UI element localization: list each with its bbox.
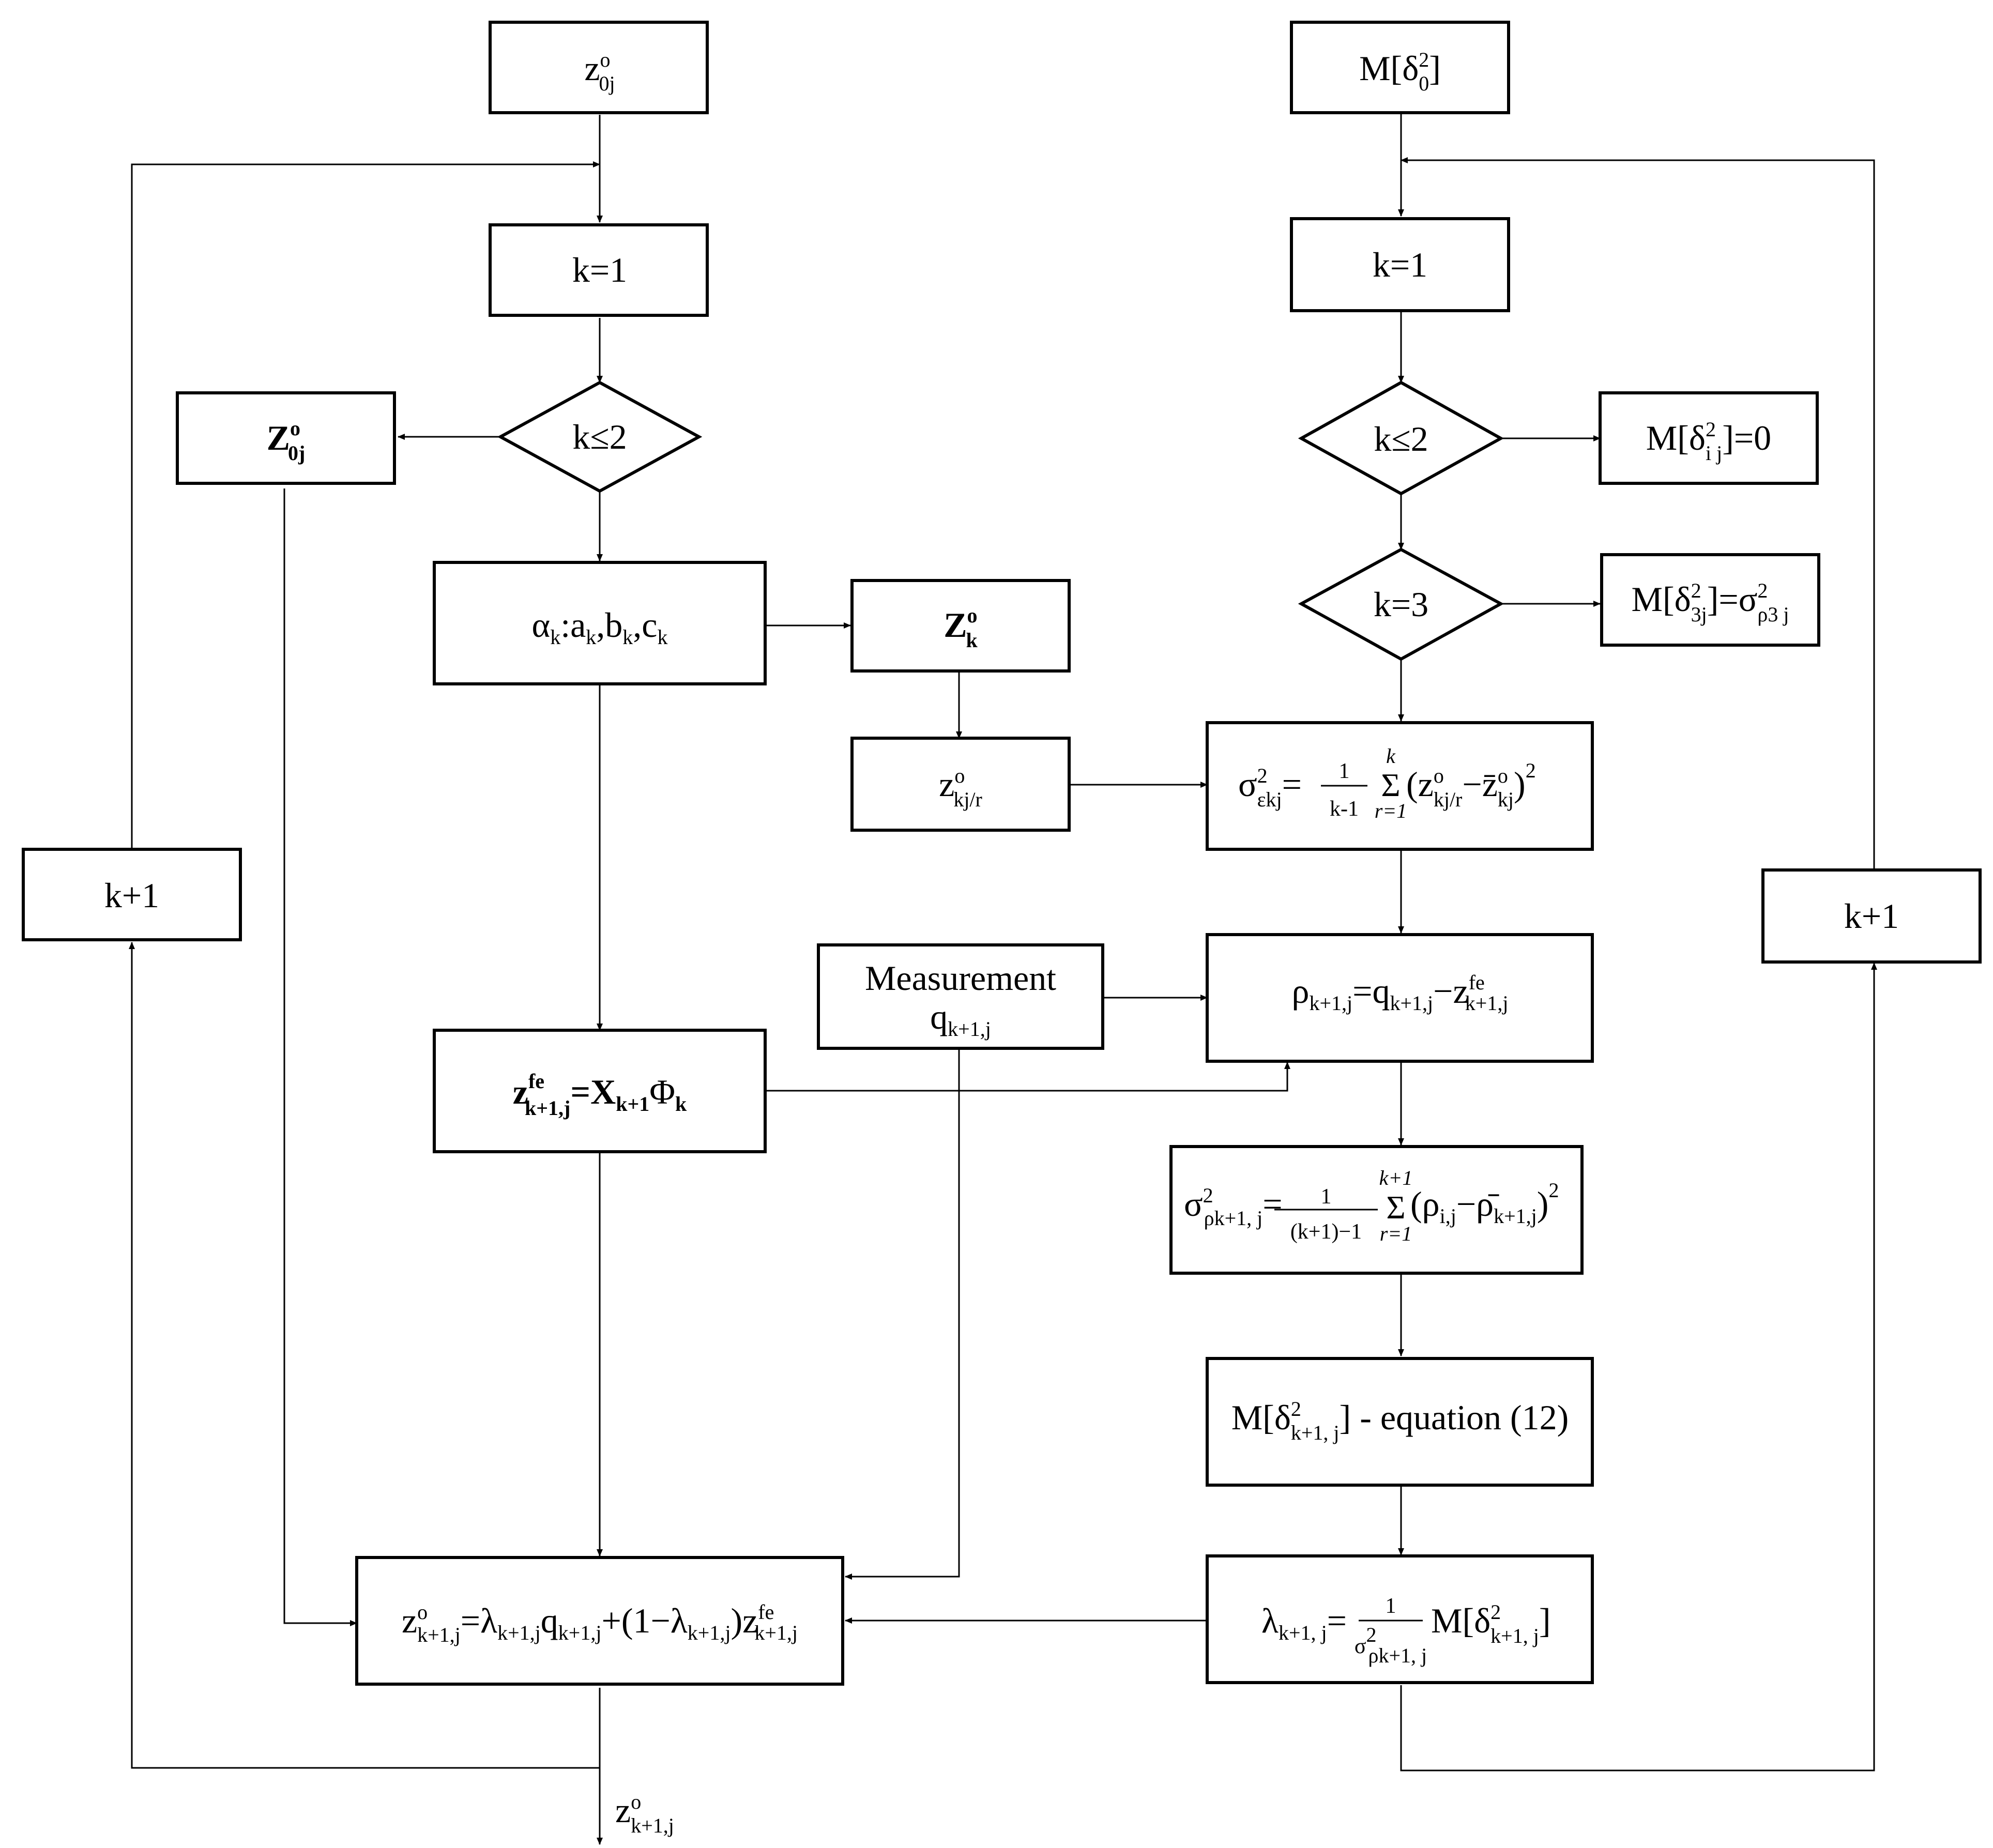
svg-text:αk:ak,bk,ck: αk:ak,bk,ck: [532, 605, 668, 649]
svg-text:1: 1: [1339, 759, 1350, 783]
svg-text:(k+1)−1: (k+1)−1: [1290, 1220, 1362, 1244]
svg-text:M[δ2i j]=0: M[δ2i j]=0: [1646, 418, 1771, 465]
increment-node-left: k+1: [22, 848, 242, 941]
coefficients-node: αk:ak,bk,ck: [433, 561, 767, 685]
svg-text:M[δ20]: M[δ20]: [1359, 48, 1441, 95]
svg-text:k=1: k=1: [572, 250, 627, 289]
svg-text:Σ: Σ: [1386, 1189, 1405, 1226]
init-node-left: k=1: [489, 223, 709, 317]
svg-text:k+1: k+1: [104, 876, 159, 915]
edge-update-to-increment: [129, 942, 600, 1769]
measurement-node: Measurement qk+1,j: [817, 943, 1104, 1050]
svg-text:r=1: r=1: [1375, 799, 1407, 822]
svg-text:Zok: Zok: [944, 604, 978, 652]
svg-text:λk+1, j=: λk+1, j=: [1261, 1601, 1347, 1644]
edge-lambda-to-increment: [1400, 963, 1877, 1771]
svg-text:k+1: k+1: [1844, 896, 1899, 936]
svg-text:r=1: r=1: [1380, 1222, 1412, 1245]
edge-z0j-to-update: [283, 488, 357, 1626]
svg-text:qk+1,j: qk+1,j: [930, 997, 991, 1041]
svg-text:M[δ2k+1, j]: M[δ2k+1, j]: [1431, 1600, 1550, 1647]
svg-text:k≤2: k≤2: [572, 417, 627, 456]
svg-text:k=3: k=3: [1374, 585, 1428, 624]
increment-node-right: k+1: [1761, 868, 1982, 964]
svg-text:k+1: k+1: [1379, 1166, 1413, 1189]
svg-text:k: k: [1386, 744, 1396, 768]
edge-right-increment-to-loop: [1401, 157, 1875, 870]
svg-text:1: 1: [1386, 1594, 1396, 1618]
edge-forecast-to-rho: [765, 1062, 1290, 1092]
init-node-right: k=1: [1290, 217, 1510, 312]
svg-text:Measurement: Measurement: [865, 958, 1056, 998]
svg-text:Σ: Σ: [1381, 767, 1400, 803]
svg-text:k≤2: k≤2: [1374, 419, 1428, 459]
edge-measure-to-update: [845, 1049, 960, 1580]
svg-text:1: 1: [1321, 1185, 1332, 1209]
svg-text:zok+1,j: zok+1,j: [615, 1790, 674, 1837]
svg-text:k=1: k=1: [1373, 245, 1427, 284]
svg-text:k-1: k-1: [1330, 797, 1359, 821]
svg-text:M[δ2k+1, j] - equation (12): M[δ2k+1, j] - equation (12): [1231, 1397, 1569, 1444]
edge-increment-to-loop: [131, 161, 600, 848]
condition1-node-right: k≤2: [1298, 380, 1504, 496]
condition-node-left: k≤2: [497, 380, 703, 493]
condition2-node-right: k=3: [1298, 547, 1504, 661]
svg-text:(ρi,j−ρ̄k+1,j)2: (ρi,j−ρ̄k+1,j)2: [1410, 1179, 1559, 1228]
connectors: [129, 113, 1877, 1845]
